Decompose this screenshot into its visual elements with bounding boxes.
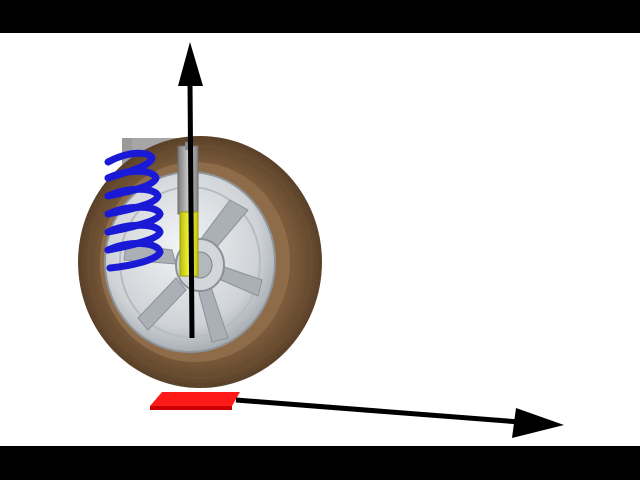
- letterbox-bottom: [0, 446, 640, 480]
- ground-block: [150, 392, 240, 410]
- shock-absorber: [177, 142, 199, 277]
- right-arrow-icon: [235, 397, 564, 438]
- coil-spring: [104, 149, 164, 272]
- suspension-scene: [0, 33, 640, 446]
- suspension-illustration: [78, 42, 564, 438]
- letterbox-top: [0, 0, 640, 33]
- up-arrow-icon: [178, 42, 203, 339]
